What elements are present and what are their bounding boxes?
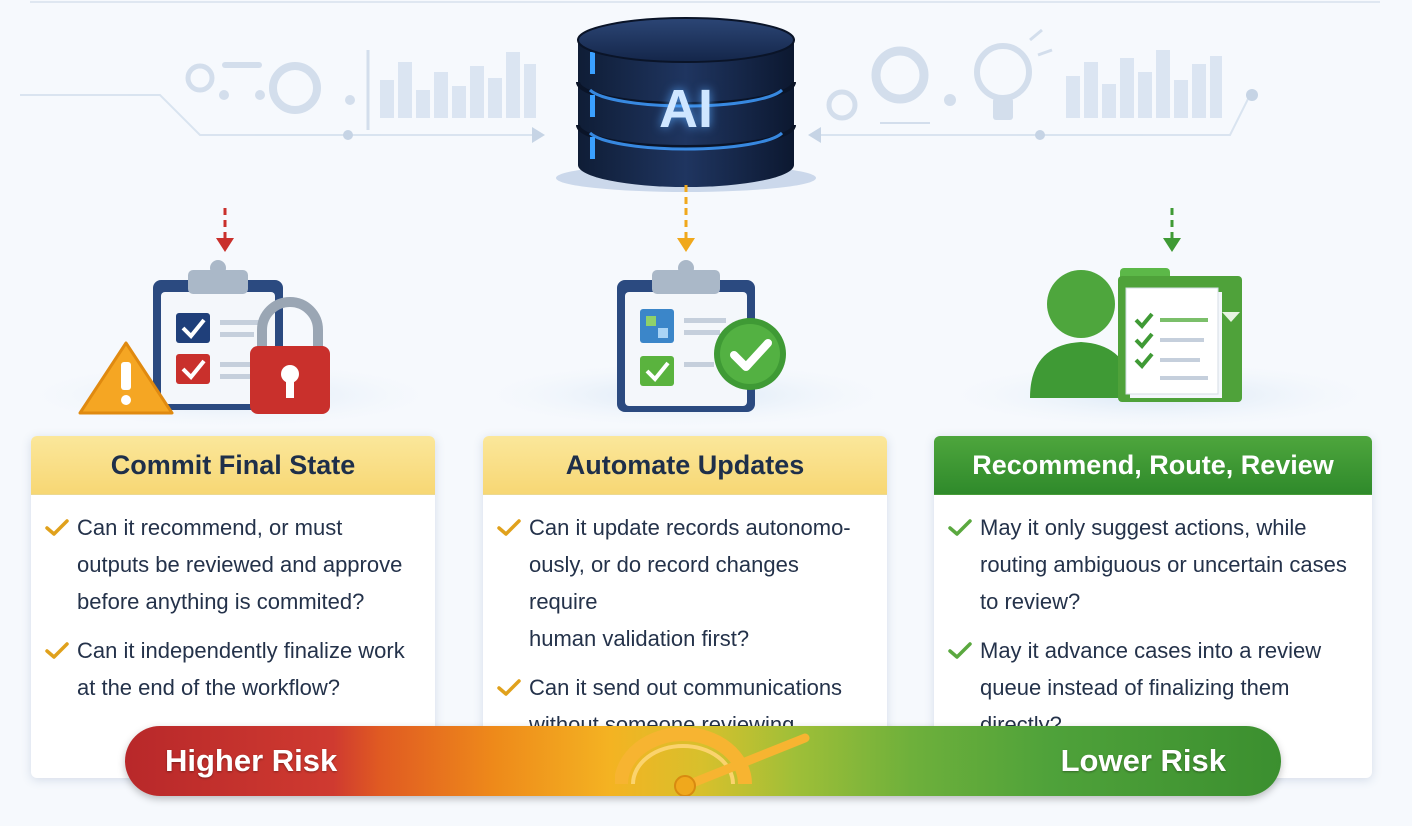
panel-commit-final-state: Commit Final State Can it recommend, or …: [31, 436, 435, 778]
ai-database-icon: [556, 17, 816, 192]
question-list: Can it update records autonomo- ously, o…: [483, 495, 887, 778]
panel-title: Recommend, Route, Review: [934, 436, 1372, 495]
lower-risk-label: Lower Risk: [1060, 743, 1226, 778]
question-list: Can it recommend, or must outputs be rev…: [31, 495, 435, 706]
connector-lines: [216, 185, 1181, 252]
checkmark-icon: [948, 642, 980, 665]
question-text: Can it update records autonomo- ously, o…: [529, 515, 851, 651]
list-item: Can it update records autonomo- ously, o…: [497, 509, 871, 657]
panel-title: Automate Updates: [483, 436, 887, 495]
arrow-down-icon: [216, 238, 234, 252]
panel-recommend-route-review: Recommend, Route, Review May it only sug…: [934, 436, 1372, 778]
higher-risk-label: Higher Risk: [165, 743, 338, 778]
donut-chart-icon: [269, 62, 321, 114]
list-item: Can it independently finalize work at th…: [45, 632, 419, 706]
bar-chart-icon: [1066, 50, 1222, 118]
bar-chart-icon: [380, 52, 536, 118]
panel-automate-updates: Automate Updates Can it update records a…: [483, 436, 887, 778]
checkmark-icon: [497, 679, 529, 702]
gear-icon: [871, 46, 929, 104]
list-item: Can it recommend, or must outputs be rev…: [45, 509, 419, 620]
left-pipeline-graphic: [20, 50, 545, 143]
clipboard-check-icon: [617, 260, 786, 412]
gauge-icon: [615, 727, 810, 796]
arrow-down-icon: [1163, 238, 1181, 252]
arrow-down-icon: [677, 238, 695, 252]
checkmark-icon: [497, 519, 529, 542]
list-item: May it advance cases into a review queue…: [948, 632, 1356, 743]
question-list: May it only suggest actions, while routi…: [934, 495, 1372, 743]
right-pipeline-graphic: [808, 28, 1258, 143]
panel-title: Commit Final State: [31, 436, 435, 495]
ai-hub-label: AI: [659, 79, 713, 139]
gear-icon: [185, 63, 215, 93]
checkmark-icon: [45, 642, 77, 665]
gear-icon: [826, 89, 858, 121]
question-text: Can it independently finalize work at th…: [77, 638, 405, 700]
question-text: Can it recommend, or must outputs be rev…: [77, 515, 403, 614]
clipboard-lock-warning-icon: [78, 260, 330, 415]
question-text: May it advance cases into a review queue…: [980, 638, 1322, 737]
checkmark-icon: [948, 519, 980, 542]
person-folder-checklist-icon: [1030, 268, 1242, 402]
risk-scale-bar: Higher Risk Lower Risk: [125, 726, 1281, 796]
question-text: May it only suggest actions, while routi…: [980, 515, 1347, 614]
list-item: May it only suggest actions, while routi…: [948, 509, 1356, 620]
lightbulb-icon: [974, 28, 1053, 120]
checkmark-icon: [45, 519, 77, 542]
